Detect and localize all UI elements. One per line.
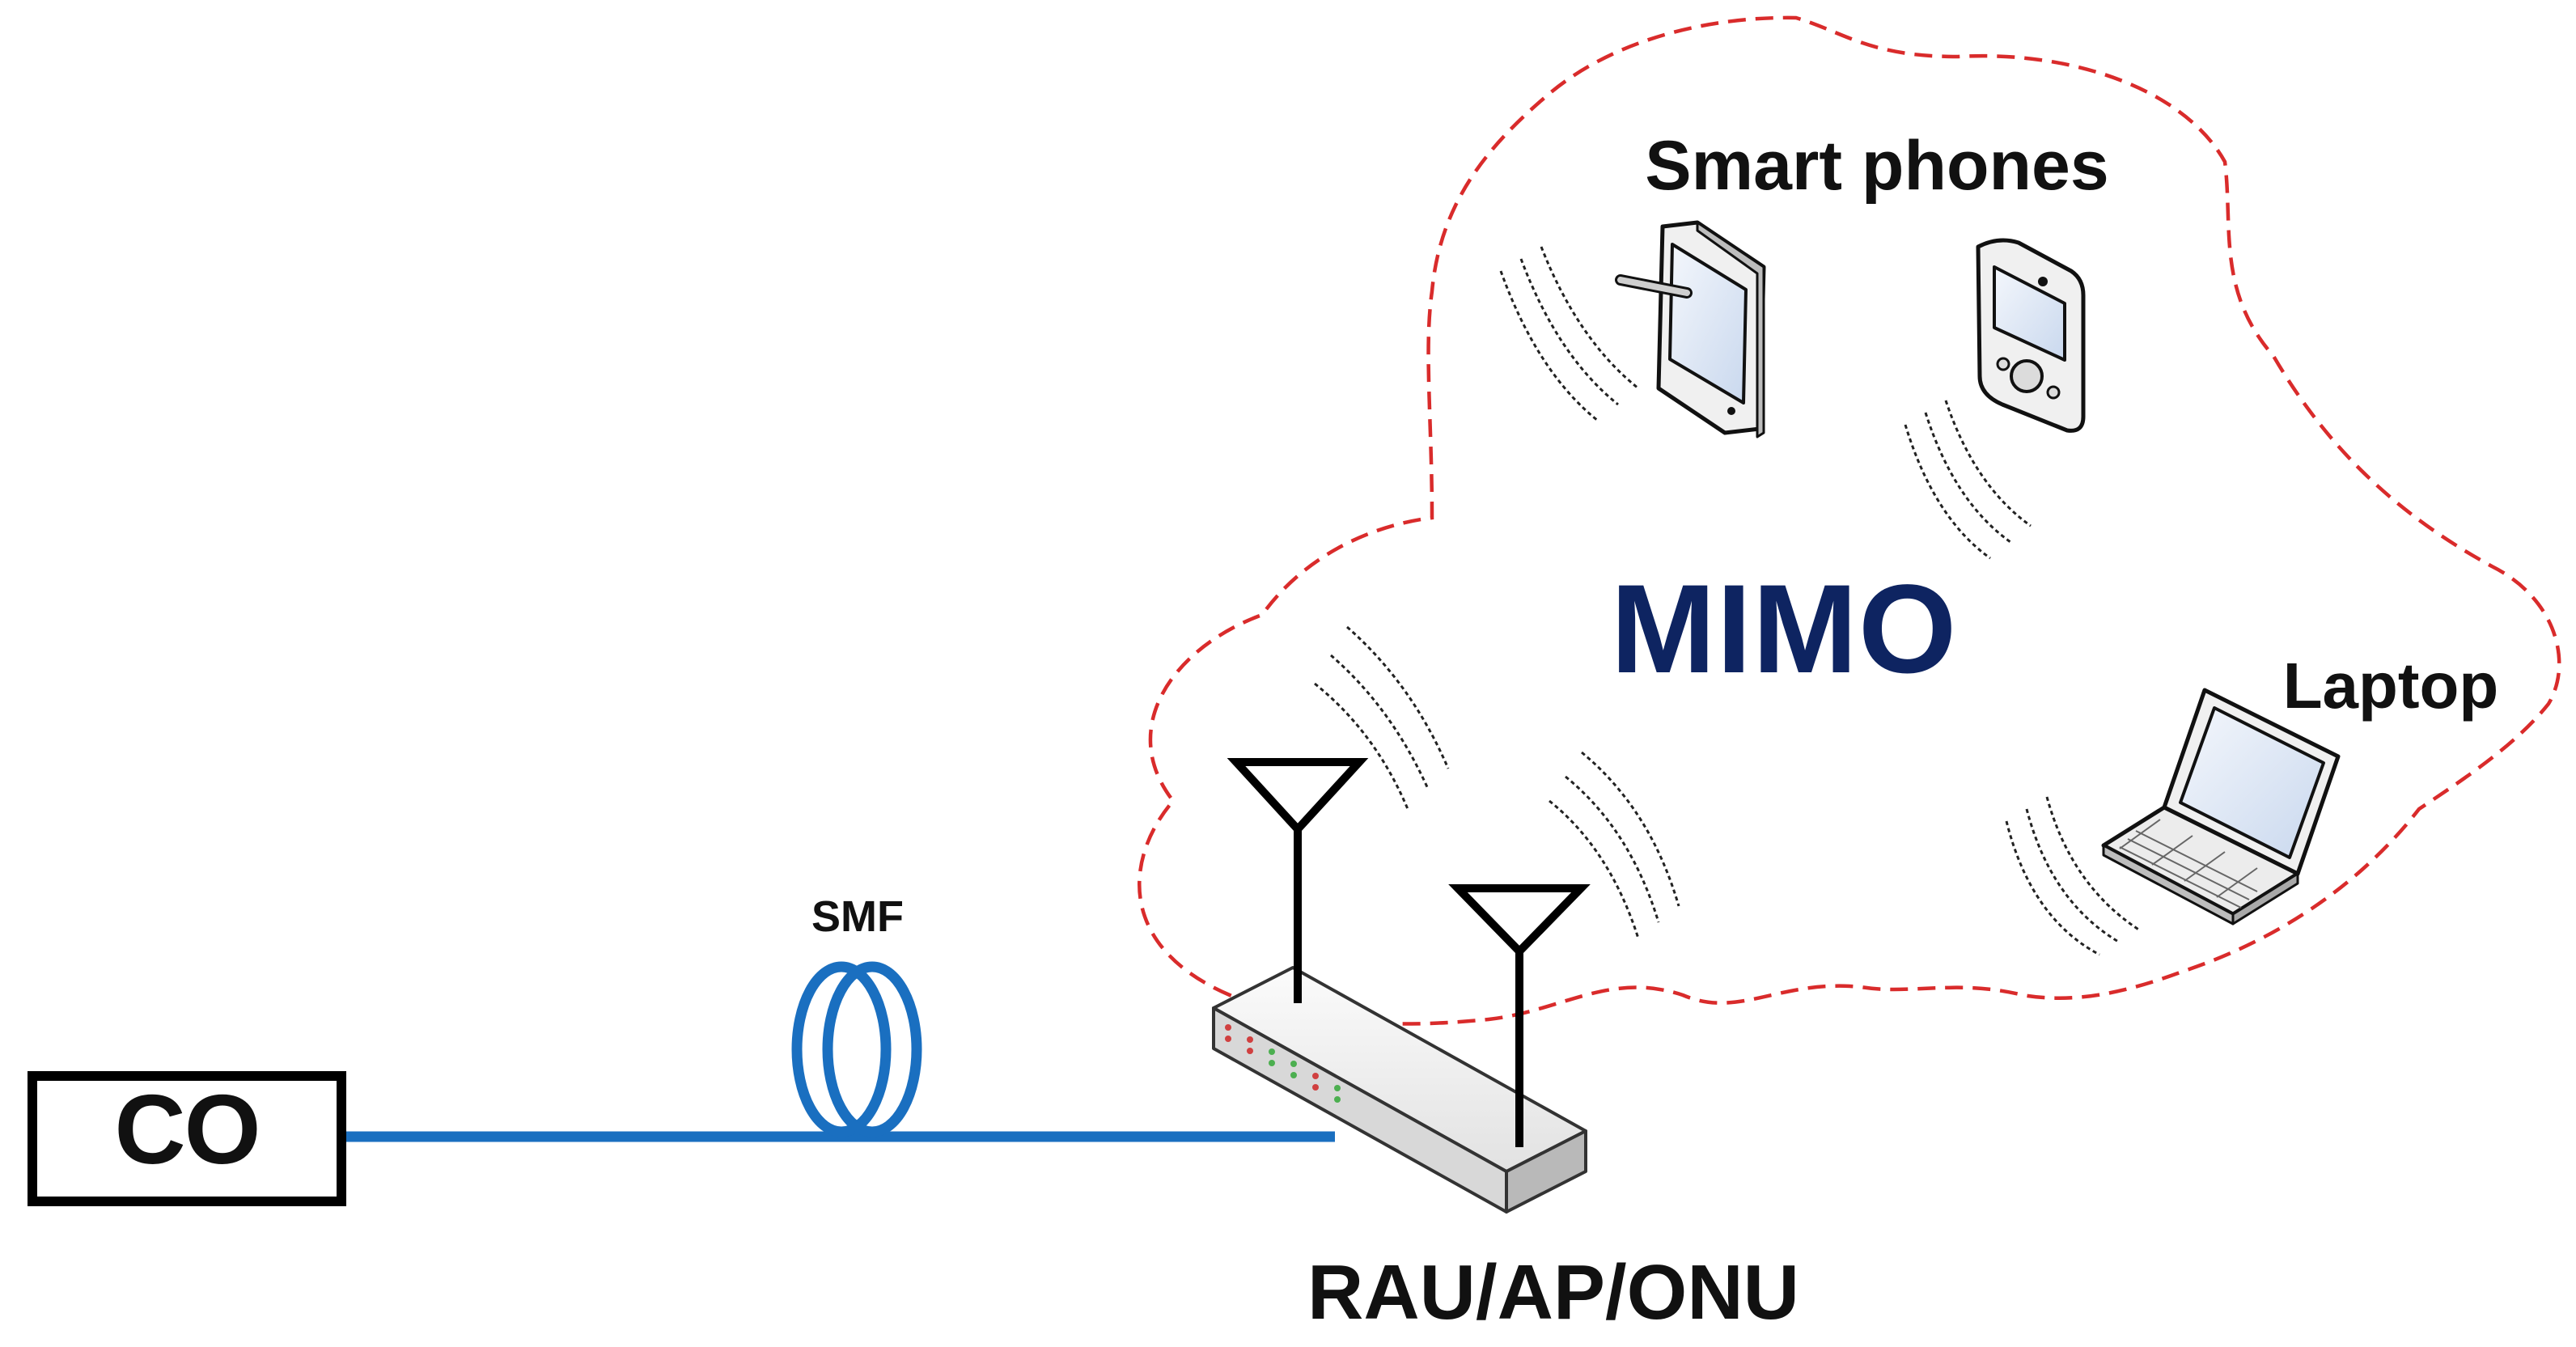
coverage-cloud (1138, 15, 2561, 1026)
central-office-box (28, 1071, 346, 1206)
radio-wave-icon (1549, 751, 1680, 939)
radio-wave-icon (2005, 796, 2141, 956)
laptop-label: Laptop (2282, 650, 2499, 722)
radio-wave-icon (1499, 246, 1639, 422)
fiber-coil-icon (791, 961, 922, 1137)
radio-wave-icon (1314, 625, 1450, 810)
status-leds (1225, 1024, 1341, 1103)
radio-wave-icon (1904, 400, 2032, 560)
pda-icon (1976, 238, 2086, 433)
access-point-icon (1212, 966, 1587, 1214)
laptop-icon (2101, 688, 2341, 926)
mimo-label: MIMO (1610, 559, 1958, 700)
smartphone-icon (1615, 220, 1766, 438)
co-label: CO (114, 1074, 261, 1184)
smf-label: SMF (811, 892, 904, 941)
antenna-icon (1448, 884, 1591, 1147)
rau-label: RAU/AP/ONU (1307, 1249, 1799, 1336)
antenna-icon (1227, 758, 1369, 1003)
smart-phones-label: Smart phones (1645, 127, 2109, 205)
